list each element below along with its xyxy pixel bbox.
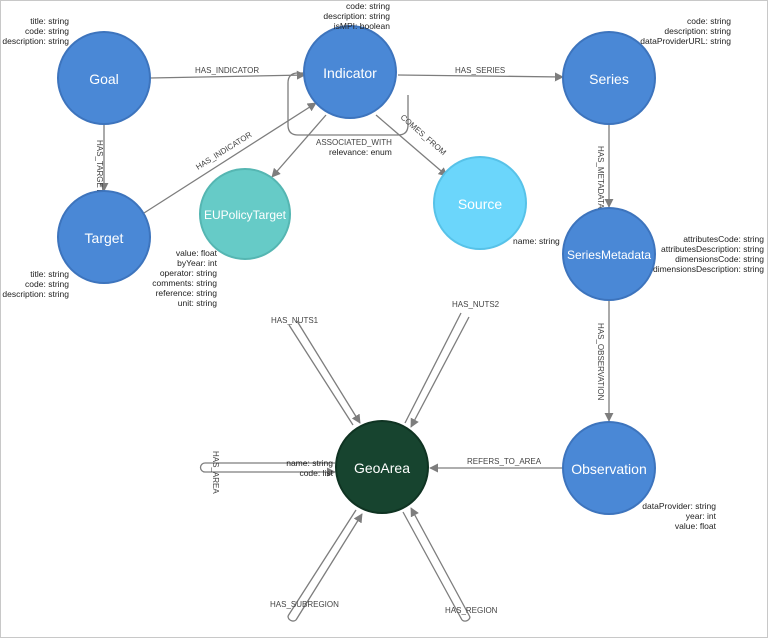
node-indicator-label: Indicator — [323, 65, 377, 81]
edge-label-has-nuts1: HAS_NUTS1 — [271, 316, 319, 325]
edge-has-nuts2-a — [404, 312, 462, 424]
edge-self-loop-box — [287, 72, 409, 136]
property-lists: title: string code: string description: … — [2, 1, 764, 531]
edge-associated-with — [271, 114, 327, 178]
goal-prop: description: string — [2, 36, 69, 46]
node-series[interactable]: Series — [562, 31, 656, 125]
node-goal-label: Goal — [89, 71, 119, 87]
edge-has-nuts1-a — [288, 324, 354, 426]
edge-label-refers-to-area: REFERS_TO_AREA — [467, 457, 542, 466]
edge-label-has-region: HAS_REGION — [445, 606, 498, 615]
node-target-label: Target — [85, 230, 124, 246]
nodes: Goal Indicator Series Target EUPolicyTar… — [57, 25, 656, 515]
has-indicator-prop: operator: string — [160, 268, 217, 278]
series-prop: description: string — [664, 26, 731, 36]
associated-with-prop: relevance: enum — [329, 147, 392, 157]
node-source-circle[interactable] — [433, 156, 527, 250]
edge-label-has-indicator-target: HAS_INDICATOR — [194, 130, 253, 172]
target-prop: title: string — [30, 269, 69, 279]
has-indicator-prop: unit: string — [178, 298, 217, 308]
edge-has-area-loop — [199, 462, 206, 473]
has-indicator-prop: value: float — [176, 248, 218, 258]
edge-has-region-b — [410, 507, 471, 618]
node-seriesmetadata[interactable]: SeriesMetadata — [562, 207, 656, 301]
edge-has-nuts1-b — [296, 320, 361, 424]
node-observation-circle[interactable] — [562, 421, 656, 515]
has-indicator-prop: byYear: int — [177, 258, 217, 268]
edge-has-nuts2-b — [410, 316, 470, 428]
edges — [99, 70, 614, 622]
series-prop: dataProviderURL: string — [640, 36, 731, 46]
node-observation-label: Observation — [571, 461, 646, 477]
has-indicator-prop: comments: string — [152, 278, 217, 288]
seriesmetadata-prop: attributesCode: string — [683, 234, 764, 244]
observation-prop: year: int — [686, 511, 717, 521]
node-series-circle[interactable] — [562, 31, 656, 125]
indicator-prop: code: string — [346, 1, 390, 11]
node-indicator[interactable]: Indicator — [303, 25, 397, 119]
target-prop: code: string — [25, 279, 69, 289]
edge-label-has-series: HAS_SERIES — [455, 66, 505, 75]
edge-label-has-observation: HAS_OBSERVATION — [596, 323, 605, 401]
geoarea-prop: name: string — [286, 458, 333, 468]
edge-has-indicator-goal — [149, 70, 306, 80]
node-eupolicytarget-circle[interactable] — [199, 168, 291, 260]
node-geoarea[interactable]: GeoArea — [335, 420, 429, 514]
node-geoarea-circle[interactable] — [335, 420, 429, 514]
node-series-label: Series — [589, 71, 629, 87]
node-target-circle[interactable] — [57, 190, 151, 284]
edge-label-has-area: HAS_AREA — [211, 451, 220, 494]
edge-has-subregion-a — [287, 509, 357, 617]
edge-label-has-indicator-goal: HAS_INDICATOR — [195, 66, 259, 75]
series-prop: code: string — [687, 16, 731, 26]
edge-label-associated-with: ASSOCIATED_WITH — [316, 138, 392, 147]
node-goal[interactable]: Goal — [57, 31, 151, 125]
edge-has-subregion-loop — [287, 615, 297, 622]
edge-has-region-a — [402, 511, 463, 621]
edge-label-comes-from: COMES_FROM — [399, 113, 448, 158]
goal-prop: title: string — [30, 16, 69, 26]
source-prop: name: string — [513, 236, 560, 246]
node-eupolicytarget-label: EUPolicyTarget — [204, 208, 287, 222]
edge-has-subregion-b — [295, 513, 363, 621]
node-source[interactable]: Source — [433, 156, 527, 250]
node-geoarea-label: GeoArea — [354, 460, 410, 476]
target-prop: description: string — [2, 289, 69, 299]
indicator-prop: isMPI: boolean — [334, 21, 390, 31]
goal-prop: code: string — [25, 26, 69, 36]
indicator-prop: description: string — [323, 11, 390, 21]
edge-label-has-target: HAS_TARGET — [95, 140, 104, 193]
edge-has-indicator-target — [143, 102, 317, 214]
edge-comes-from — [375, 114, 448, 177]
node-seriesmetadata-circle[interactable] — [562, 207, 656, 301]
edge-has-region-loop — [461, 616, 471, 622]
edge-label-has-subregion: HAS_SUBREGION — [270, 600, 339, 609]
seriesmetadata-prop: dimensionsDescription: string — [653, 264, 764, 274]
edge-label-has-metadata: HAS_METADATA — [596, 146, 605, 209]
node-seriesmetadata-label: SeriesMetadata — [567, 248, 651, 262]
edge-has-series — [397, 72, 564, 82]
geoarea-prop: code: list — [299, 468, 333, 478]
edge-label-has-nuts2: HAS_NUTS2 — [452, 300, 500, 309]
node-target[interactable]: Target — [57, 190, 151, 284]
node-eupolicytarget[interactable]: EUPolicyTarget — [199, 168, 291, 260]
seriesmetadata-prop: dimensionsCode: string — [675, 254, 764, 264]
has-indicator-prop: reference: string — [156, 288, 218, 298]
observation-prop: dataProvider: string — [642, 501, 716, 511]
node-observation[interactable]: Observation — [562, 421, 656, 515]
seriesmetadata-prop: attributesDescription: string — [661, 244, 764, 254]
node-indicator-circle[interactable] — [303, 25, 397, 119]
node-source-label: Source — [458, 196, 503, 212]
observation-prop: value: float — [675, 521, 717, 531]
node-goal-circle[interactable] — [57, 31, 151, 125]
